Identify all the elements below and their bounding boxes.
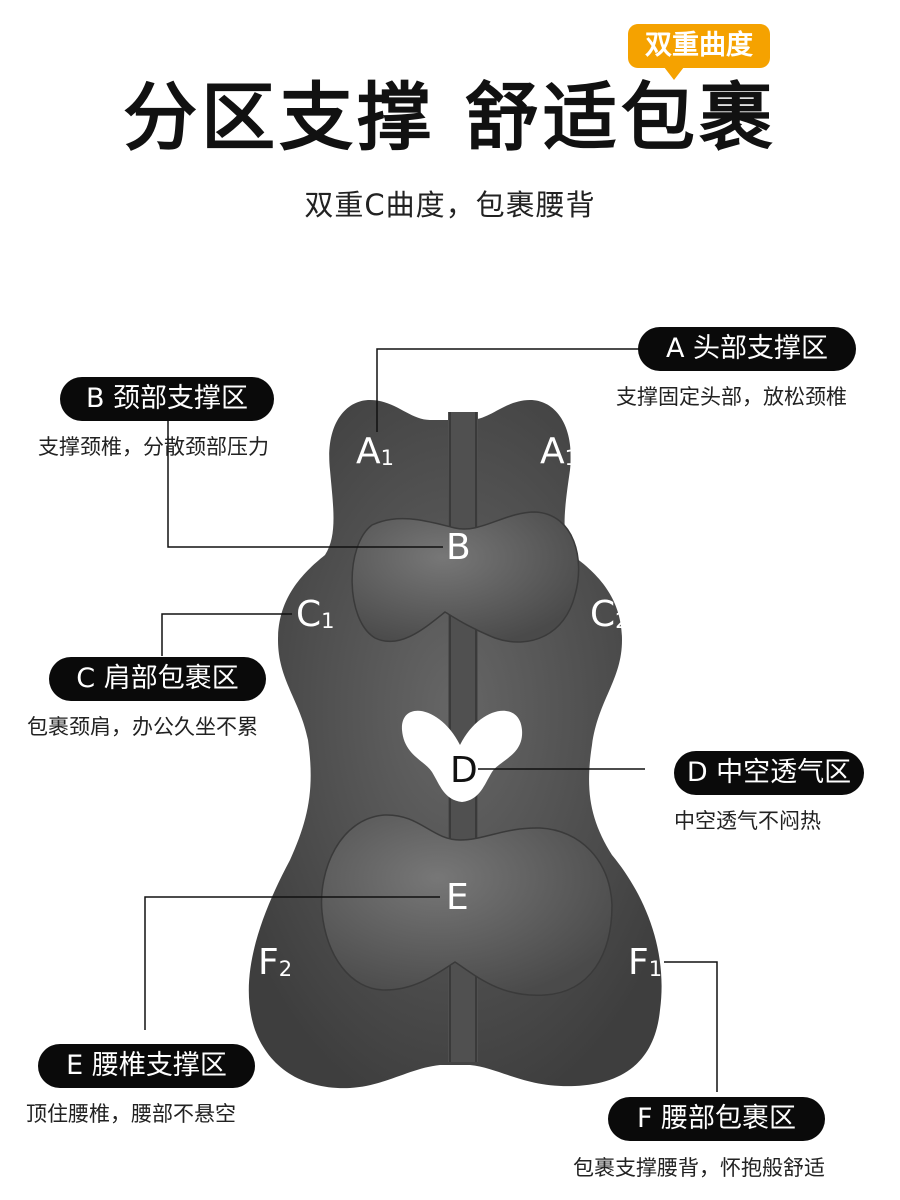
marker-e: E — [446, 877, 469, 918]
lumbar-pillow — [320, 814, 613, 996]
label-e-lumbar-support: E 腰椎支撑区 — [38, 1044, 255, 1088]
curvature-badge: 双重曲度 — [628, 24, 770, 80]
leader-line-a — [376, 348, 640, 432]
page-title: 分区支撑 舒适包裹 — [123, 75, 777, 161]
marker-a1-right: A1 — [540, 431, 579, 472]
marker-a1-left: A1 — [356, 431, 395, 472]
marker-c1: C1 — [296, 594, 335, 635]
desc-b-neck-support: 支撑颈椎，分散颈部压力 — [38, 435, 269, 459]
label-b-neck-support: B 颈部支撑区 — [60, 377, 274, 421]
label-d-hollow-ventilation: D 中空透气区 — [674, 751, 864, 795]
desc-a-head-support: 支撑固定头部，放松颈椎 — [616, 385, 847, 409]
leader-line-b — [167, 420, 443, 548]
page-subtitle: 双重C曲度，包裹腰背 — [304, 188, 596, 222]
label-a-head-support: A 头部支撑区 — [638, 327, 856, 371]
marker-d: D — [450, 750, 478, 791]
label-f-waist-wrap: F 腰部包裹区 — [608, 1097, 825, 1141]
desc-c-shoulder-wrap: 包裹颈肩，办公久坐不累 — [27, 715, 258, 739]
marker-f1: F1 — [628, 942, 663, 983]
desc-f-waist-wrap: 包裹支撑腰背，怀抱般舒适 — [573, 1156, 825, 1180]
leader-line-c — [161, 613, 292, 656]
hollow-cutout — [401, 710, 523, 802]
marker-c2: C2 — [590, 594, 629, 635]
desc-e-lumbar-support: 顶住腰椎，腰部不悬空 — [26, 1102, 236, 1126]
desc-d-hollow-ventilation: 中空透气不闷热 — [674, 809, 821, 833]
leader-line-e — [144, 896, 440, 1030]
neck-pillow — [351, 511, 580, 643]
leader-line-f — [664, 961, 718, 1092]
marker-b: B — [446, 527, 471, 568]
label-c-shoulder-wrap: C 肩部包裹区 — [49, 657, 266, 701]
marker-f2: F2 — [258, 942, 293, 983]
